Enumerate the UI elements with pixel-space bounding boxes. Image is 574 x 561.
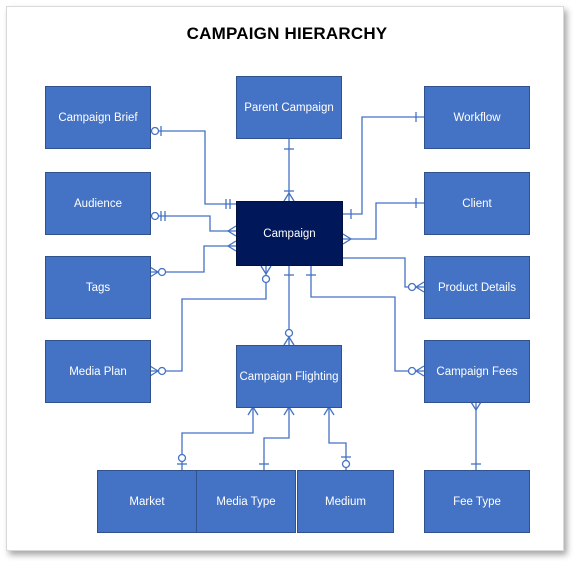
entity-fee-type: Fee Type xyxy=(424,470,530,533)
entity-campaign-brief: Campaign Brief xyxy=(45,86,151,149)
link-campaign-fees xyxy=(306,266,425,377)
link-client xyxy=(342,198,424,245)
entity-audience: Audience xyxy=(45,172,151,235)
link-workflow xyxy=(343,112,424,219)
entity-medium: Medium xyxy=(297,470,394,533)
link-medium xyxy=(323,405,351,470)
entity-campaign-flighting: Campaign Flighting xyxy=(236,345,342,408)
link-media-type xyxy=(259,405,295,470)
entity-market: Market xyxy=(97,470,197,533)
link-audience xyxy=(150,211,237,237)
link-market xyxy=(177,405,259,470)
entity-parent-campaign: Parent Campaign xyxy=(236,76,342,139)
entity-workflow: Workflow xyxy=(424,86,530,149)
link-product-details xyxy=(343,257,425,293)
entity-campaign: Campaign xyxy=(236,201,343,266)
link-campaign-flighting xyxy=(283,266,295,346)
entity-tags: Tags xyxy=(45,256,151,319)
entity-media-type: Media Type xyxy=(196,470,296,533)
entity-media-plan: Media Plan xyxy=(45,340,151,403)
entity-client: Client xyxy=(424,172,530,235)
entity-campaign-fees: Campaign Fees xyxy=(424,340,530,403)
link-fee-type xyxy=(470,401,482,470)
link-tags xyxy=(149,240,237,278)
diagram-title: CAMPAIGN HIERARCHY xyxy=(186,24,388,43)
link-campaign-brief xyxy=(150,126,236,209)
entity-product-details: Product Details xyxy=(424,256,530,319)
link-parent-campaign xyxy=(283,139,295,202)
link-media-plan xyxy=(149,265,272,377)
